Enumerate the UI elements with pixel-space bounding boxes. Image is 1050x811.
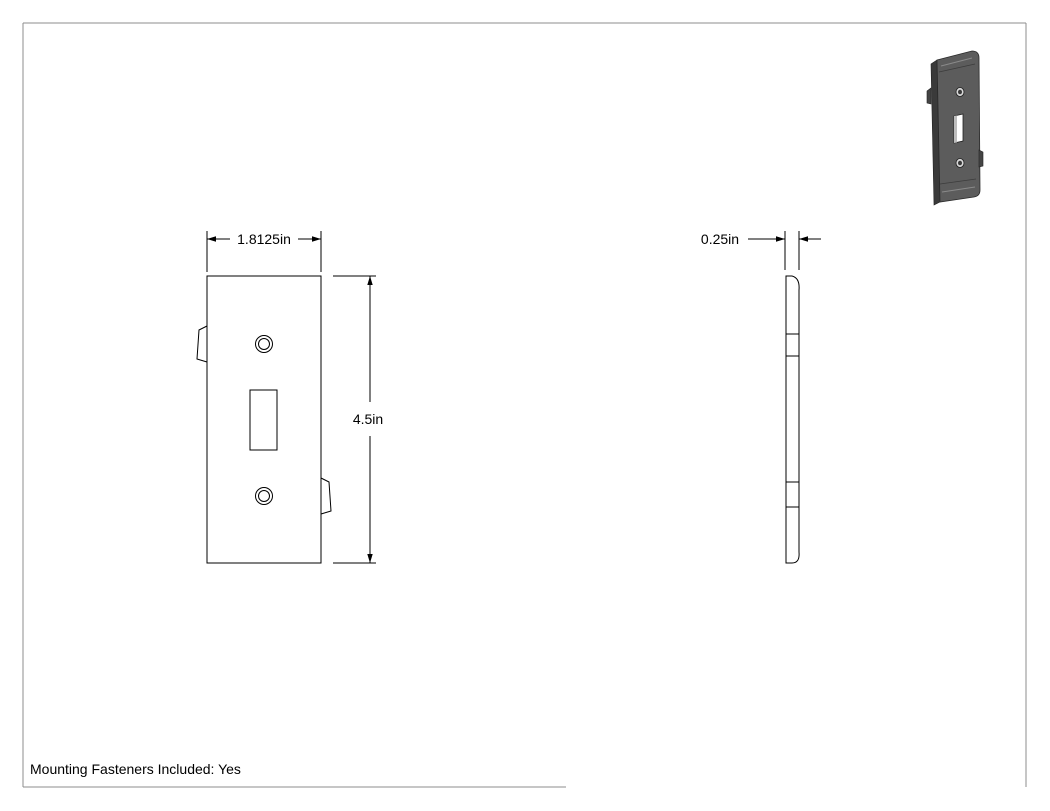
sheet-border xyxy=(22,22,1027,788)
thickness-dimension-label: 0.25in xyxy=(701,231,739,247)
left-tab xyxy=(196,325,208,363)
width-dimension xyxy=(206,231,322,272)
thickness-dimension xyxy=(748,231,821,270)
isometric-view xyxy=(926,50,984,206)
width-dimension-label: 1.8125in xyxy=(237,231,291,247)
side-lower-tab xyxy=(785,481,800,508)
front-view xyxy=(196,275,332,564)
upper-screw-hole xyxy=(255,335,273,353)
right-tab xyxy=(320,477,332,515)
toggle-opening xyxy=(249,389,278,451)
side-profile xyxy=(785,275,800,564)
side-view xyxy=(785,275,800,564)
lower-screw-hole xyxy=(255,487,273,505)
height-dimension xyxy=(333,275,376,564)
height-dimension-label: 4.5in xyxy=(353,411,383,427)
side-upper-tab xyxy=(785,333,800,357)
fasteners-note: Mounting Fasteners Included: Yes xyxy=(30,761,241,777)
plate-outline xyxy=(206,275,322,564)
